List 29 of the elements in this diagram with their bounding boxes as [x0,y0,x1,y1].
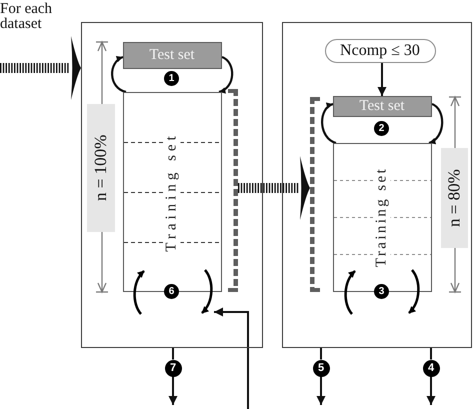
connector-line [172,348,174,360]
condition-pill: Ncomp ≤ 30 [324,38,436,62]
callout-number: 2 [374,121,389,136]
panel [282,22,472,348]
callout-number: 4 [422,360,440,376]
curved-arrow [111,56,126,94]
callout-number: 1 [164,71,179,86]
arrow [426,376,436,405]
callout-number: 5 [312,360,330,376]
arrow [214,308,249,409]
arrow [316,376,326,405]
arrow [168,376,178,405]
shaded-tag: n = 100% [86,104,114,232]
curved-arrow [218,56,234,94]
edge-label: For each dataset [0,2,54,32]
connector-line [430,348,432,360]
panel [81,22,263,348]
dashed-bracket [310,96,320,292]
callout-number: 6 [164,284,179,299]
curved-arrow [428,103,444,144]
connector-line [320,348,322,360]
process-box: Test set [332,96,432,116]
shaded-tag: n = 80% [440,148,468,248]
dashed-bracket [228,88,238,292]
callout-number: 3 [374,284,389,299]
callout-number: 7 [164,360,182,376]
process-box: Test set [122,42,222,68]
curved-arrow [321,103,336,144]
arrow [378,63,386,96]
